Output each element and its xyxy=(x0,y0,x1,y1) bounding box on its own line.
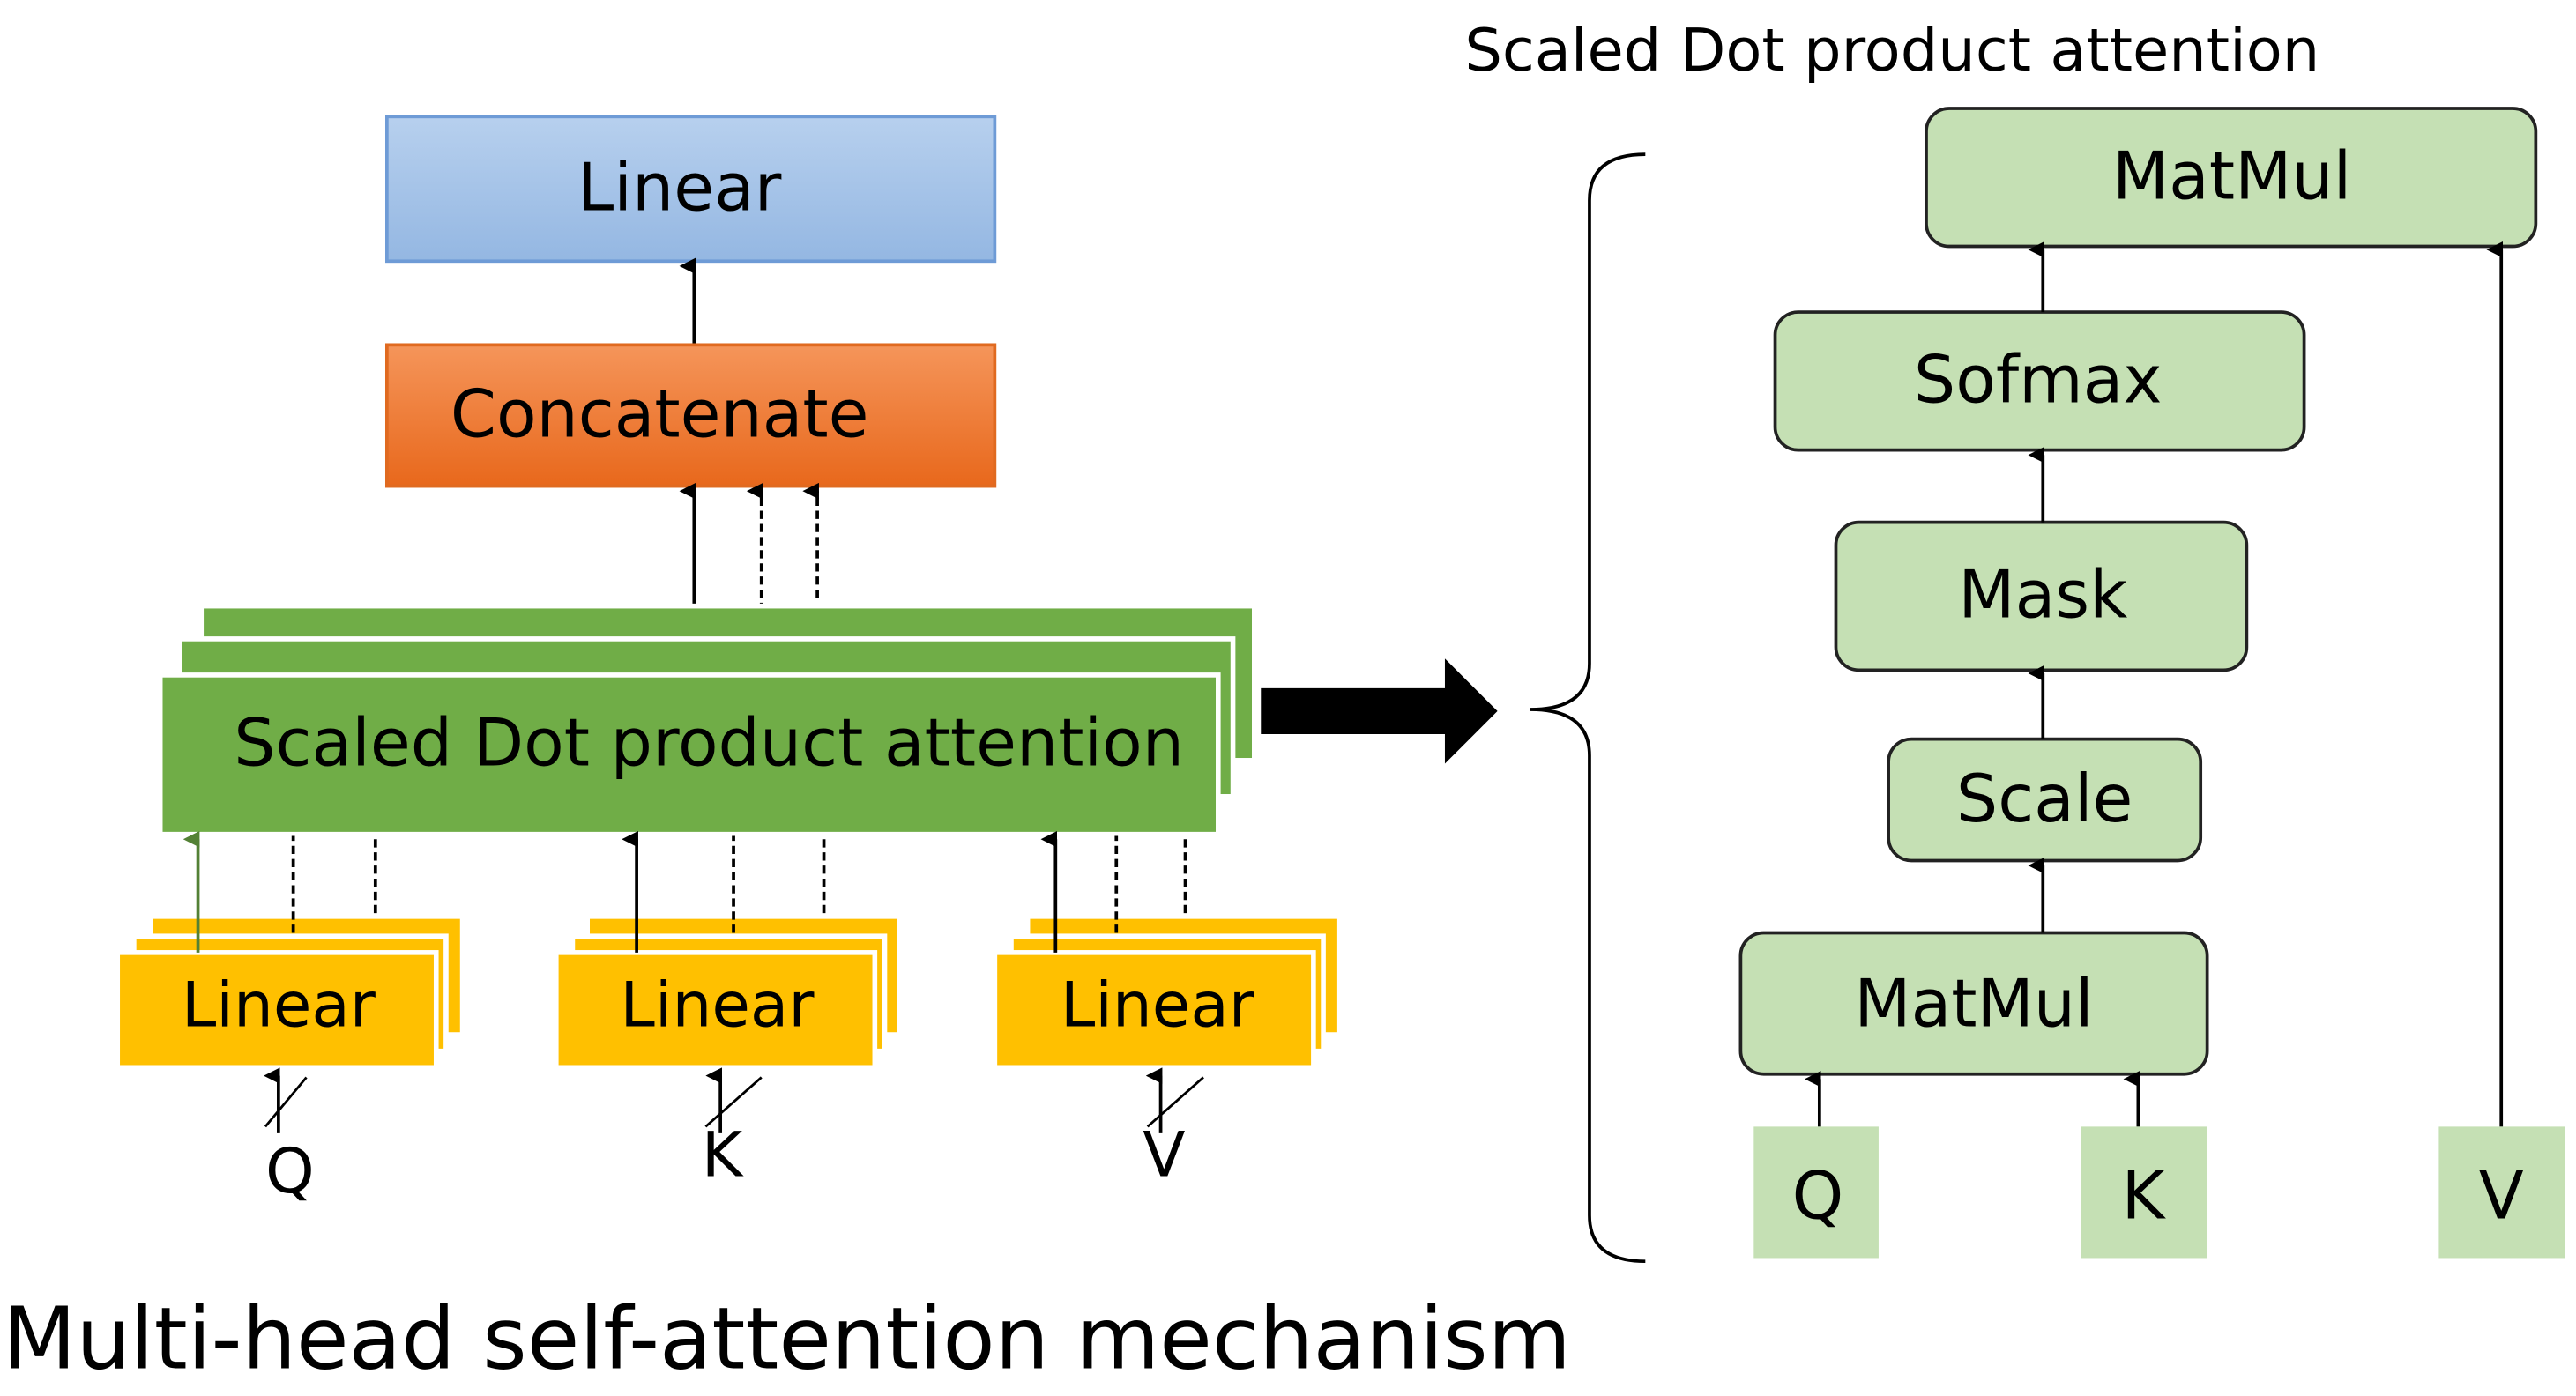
curly-brace xyxy=(1530,152,1646,1264)
big-arrow-right xyxy=(1261,658,1498,764)
caption: Multi-head self-attention mechanism xyxy=(3,1288,1571,1388)
concatenate-label: Concatenate xyxy=(450,376,869,453)
softmax-label: Sofmax xyxy=(1914,342,2163,419)
concatenate-box: Concatenate xyxy=(384,343,997,488)
scale-label: Scale xyxy=(1956,761,2133,837)
softmax-box: Sofmax xyxy=(1773,310,2306,452)
linear-v-stack: Linear xyxy=(992,914,1343,1071)
right-input-q-box: Q xyxy=(1753,1126,1879,1259)
matmul-bottom-box: MatMul xyxy=(1738,931,2209,1076)
sdpa-label: Scaled Dot product attention xyxy=(234,704,1184,781)
top-linear-label: Linear xyxy=(577,150,782,226)
right-input-q-label: Q xyxy=(1792,1158,1844,1235)
right-input-k-label: K xyxy=(2122,1158,2167,1235)
matmul-bottom-label: MatMul xyxy=(1854,966,2093,1043)
matmul-top-label: MatMul xyxy=(2112,137,2351,214)
right-input-v-box: V xyxy=(2438,1126,2565,1259)
input-q-group: Q xyxy=(264,1067,315,1207)
input-v-label: V xyxy=(1143,1118,1185,1191)
right-input-k-box: K xyxy=(2081,1126,2207,1259)
input-q-label: Q xyxy=(265,1134,315,1207)
sdpa-stack: Scaled Dot product attention xyxy=(157,603,1257,837)
linear-k-label: Linear xyxy=(620,969,815,1042)
right-title: Scaled Dot product attention xyxy=(1464,16,2319,85)
input-k-label: K xyxy=(702,1118,744,1191)
mask-label: Mask xyxy=(1958,557,2127,634)
input-k-group: K xyxy=(702,1067,763,1191)
linear-q-label: Linear xyxy=(182,969,376,1042)
linear-k-stack: Linear xyxy=(554,914,903,1071)
linear-v-label: Linear xyxy=(1061,969,1255,1042)
matmul-top-box: MatMul xyxy=(1925,107,2538,249)
top-linear-box: Linear xyxy=(384,115,997,264)
right-input-v-label: V xyxy=(2479,1158,2524,1235)
input-v-group: V xyxy=(1143,1067,1204,1191)
linear-q-stack: Linear xyxy=(115,914,465,1071)
mask-box: Mask xyxy=(1834,520,2249,672)
scale-box: Scale xyxy=(1887,737,2203,863)
